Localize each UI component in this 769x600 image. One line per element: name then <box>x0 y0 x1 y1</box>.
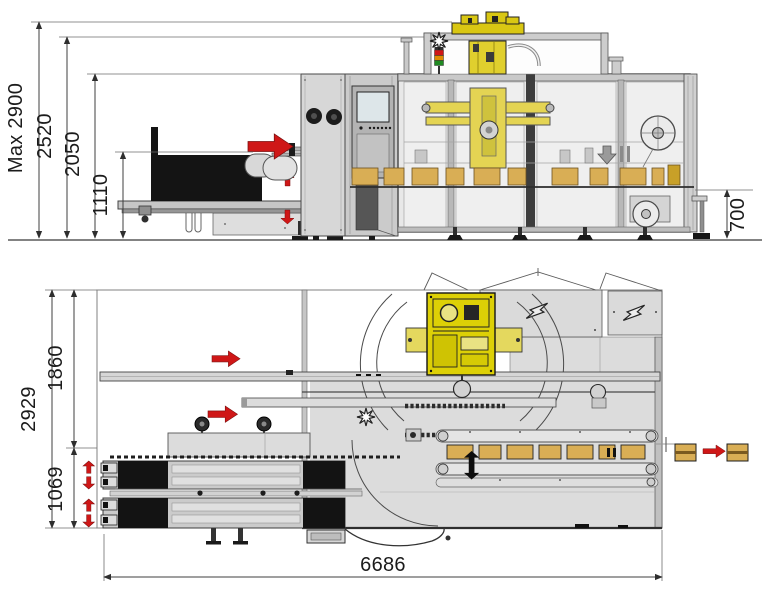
blank-magazine-2 <box>100 497 346 529</box>
dim-max-height: Max 2900 <box>5 21 43 239</box>
tape-reel-lower-icon <box>632 200 660 228</box>
dim-label: 2929 <box>18 386 40 432</box>
dim-overall-depth: 2929 <box>18 289 56 529</box>
door-swing-indicators <box>423 268 663 292</box>
tape-reel-upper-icon <box>640 115 676 168</box>
infeed-conveyor-side <box>117 127 351 240</box>
hmi-column <box>344 73 399 240</box>
outfe​ed-cartons <box>655 437 749 462</box>
guide-posts <box>167 416 311 458</box>
magazine-transfer-bar <box>109 488 363 497</box>
dim-overall-length: 6686 <box>103 554 663 581</box>
plan-bottom-fittings <box>206 527 451 547</box>
side-elevation-view: Max 2900 2520 2050 1110 700 <box>5 11 762 241</box>
fan-icon <box>306 108 322 124</box>
fan-icon <box>326 109 342 125</box>
side-view-dimensions: Max 2900 2520 2050 1110 700 <box>5 21 753 239</box>
dim-label: 6686 <box>360 554 406 576</box>
infeed-table <box>167 432 311 458</box>
dim-infeed-height: 1110 <box>90 151 127 239</box>
dim-upper-depth: 1860 <box>45 289 78 449</box>
carton-row-side <box>350 164 694 188</box>
signal-tower-icon <box>429 31 449 74</box>
hmi-screen <box>356 91 390 123</box>
flow-arrow-icon <box>702 444 726 458</box>
dim-magazine-depth: 1069 <box>45 447 78 529</box>
blank-stack <box>151 127 262 201</box>
robot-swing-arcs <box>351 293 565 527</box>
robot-side <box>421 87 555 182</box>
hmi-panel <box>351 85 395 179</box>
dim-cabinet-height: 2050 <box>62 73 99 239</box>
carton-conveyor-plan <box>380 429 659 528</box>
blank-magazine-1 <box>100 455 400 490</box>
dim-label: 1110 <box>90 174 112 217</box>
dim-label: 2050 <box>62 131 84 177</box>
outfeed-shelf <box>691 195 710 239</box>
strobe-icon <box>356 407 376 427</box>
height-adjust-down-icon <box>82 514 95 528</box>
robot-mast <box>451 11 525 75</box>
height-adjust-down-icon <box>82 476 95 490</box>
dim-label: 2520 <box>34 113 56 159</box>
height-adjust-up-icon <box>82 460 95 474</box>
dim-label: 700 <box>727 198 749 232</box>
dim-label: 1860 <box>45 345 67 391</box>
plan-view: 2929 1860 1069 6686 <box>18 268 749 581</box>
blank-feed-rail <box>99 370 661 382</box>
dim-outfeed-height: 700 <box>723 189 749 239</box>
drop-arrow-icon <box>597 145 630 165</box>
plan-view-dimensions: 2929 1860 1069 6686 <box>18 289 663 581</box>
height-adjust-up-icon <box>82 498 95 512</box>
dim-label: Max 2900 <box>5 83 27 173</box>
strobe-icon <box>429 31 449 51</box>
dim-label: 1069 <box>45 466 67 512</box>
machine-feet <box>447 227 653 240</box>
electrical-cabinet <box>300 73 346 240</box>
top-robot-cell <box>400 11 624 75</box>
product-feed-rail <box>241 397 557 408</box>
robot-plan <box>405 292 523 376</box>
dim-frame-height: 2520 <box>34 36 71 239</box>
